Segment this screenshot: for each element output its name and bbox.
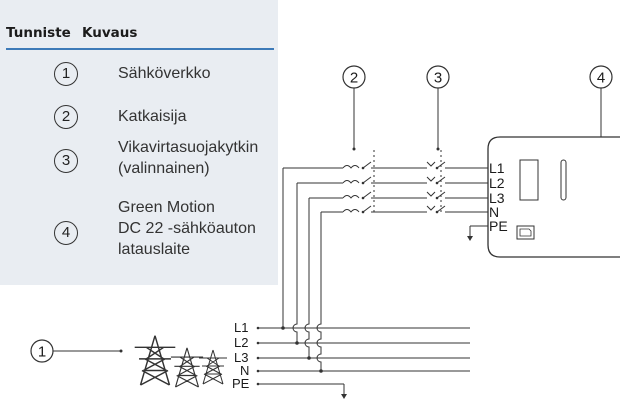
charger-label-l2: L2 xyxy=(489,175,505,191)
svg-text:2: 2 xyxy=(350,70,358,87)
pe-earth-arrow-icon xyxy=(341,394,347,399)
grid-label-l3: L3 xyxy=(234,350,248,365)
callout-2: 2 xyxy=(342,65,366,151)
charger-label-pe: PE xyxy=(489,218,508,234)
grid-label-n: N xyxy=(240,363,249,378)
legend-row-4-text: Green Motion DC 22 -sähköauton latauslai… xyxy=(118,199,256,258)
legend-header-id: Tunniste xyxy=(6,25,71,41)
legend-header-description: Kuvaus xyxy=(82,25,138,41)
svg-text:1: 1 xyxy=(38,344,46,361)
legend-row-3-id: 3 xyxy=(54,149,78,173)
legend-row-2-text: Katkaisija xyxy=(118,108,187,125)
legend-row-3-text: Vikavirtasuojakytkin (valinnainen) xyxy=(118,139,259,177)
legend-row-1-id: 1 xyxy=(54,62,78,86)
callout-1: 1 xyxy=(30,339,123,363)
grid-label-l1: L1 xyxy=(234,320,248,335)
legend-header: Tunniste Kuvaus xyxy=(6,22,274,50)
circuit-breaker-symbols xyxy=(342,150,375,214)
svg-text:4: 4 xyxy=(597,70,605,87)
legend-row-1-text: Sähköverkko xyxy=(118,65,211,82)
charger-unit xyxy=(487,136,620,258)
legend-row-2-id: 2 xyxy=(54,105,78,129)
feeder-wires xyxy=(281,168,323,373)
legend-row-4-id: 4 xyxy=(54,221,78,245)
charger-earth-arrow-icon xyxy=(467,236,473,241)
charger-label-n: N xyxy=(489,204,499,220)
rcd-switch-symbols xyxy=(426,150,446,214)
grid-label-pe: PE xyxy=(232,376,250,391)
charger-label-l1: L1 xyxy=(489,160,505,176)
grid-busbars xyxy=(258,327,470,397)
grid-label-l2: L2 xyxy=(234,335,248,350)
power-towers-icon xyxy=(133,334,228,388)
svg-text:3: 3 xyxy=(434,70,442,87)
callout-3: 3 xyxy=(426,65,450,151)
supply-conductors xyxy=(283,167,488,238)
legend-panel: Tunniste Kuvaus 1 Sähköverkko 2 Katkaisi… xyxy=(0,0,278,285)
charger-label-l3: L3 xyxy=(489,190,505,206)
